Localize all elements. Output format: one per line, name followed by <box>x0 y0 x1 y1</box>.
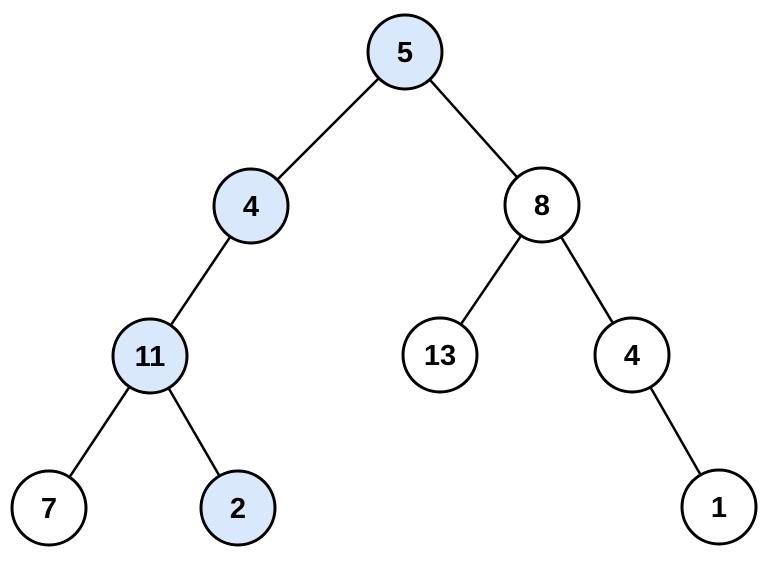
tree-node-n7: 7 <box>10 469 88 547</box>
tree-node-label-n11: 11 <box>135 341 166 373</box>
tree-node-n11: 11 <box>111 317 189 395</box>
tree-edge-n8-n4R <box>559 236 615 324</box>
tree-edge-n11-n2 <box>167 387 221 477</box>
tree-node-label-n7: 7 <box>41 493 57 525</box>
tree-node-n13: 13 <box>401 316 479 394</box>
tree-node-circle-n2 <box>199 469 277 547</box>
tree-node-circle-n13 <box>401 316 479 394</box>
tree-node-n4R: 4 <box>593 316 671 394</box>
tree-edge-n5-n8 <box>428 78 519 179</box>
tree-node-n4L: 4 <box>212 167 290 245</box>
tree-node-circle-n4L <box>212 167 290 245</box>
tree-node-n5: 5 <box>366 13 444 91</box>
tree-node-label-n1: 1 <box>711 492 727 524</box>
tree-node-circle-n4R <box>593 316 671 394</box>
tree-node-label-n4R: 4 <box>624 340 640 372</box>
tree-edge-n4L-n11 <box>169 236 232 326</box>
tree-node-label-n8: 8 <box>534 190 550 222</box>
tree-node-circle-n7 <box>10 469 88 547</box>
tree-node-n8: 8 <box>503 166 581 244</box>
tree-node-label-n13: 13 <box>424 340 456 372</box>
tree-node-circle-n8 <box>503 166 581 244</box>
tree-edge-n8-n13 <box>459 234 523 326</box>
tree-node-circle-n11 <box>111 317 189 395</box>
tree-node-circle-n1 <box>680 468 758 546</box>
tree-node-n1: 1 <box>680 468 758 546</box>
tree-edge-n5-n4L <box>276 77 380 181</box>
tree-node-circle-n5 <box>366 13 444 91</box>
tree-node-label-n4L: 4 <box>243 191 259 223</box>
tree-node-label-n5: 5 <box>397 37 413 69</box>
tree-edge-n4R-n1 <box>649 386 702 476</box>
tree-edge-n11-n7 <box>68 386 131 478</box>
tree-node-label-n2: 2 <box>230 493 246 525</box>
tree-node-n2: 2 <box>199 469 277 547</box>
